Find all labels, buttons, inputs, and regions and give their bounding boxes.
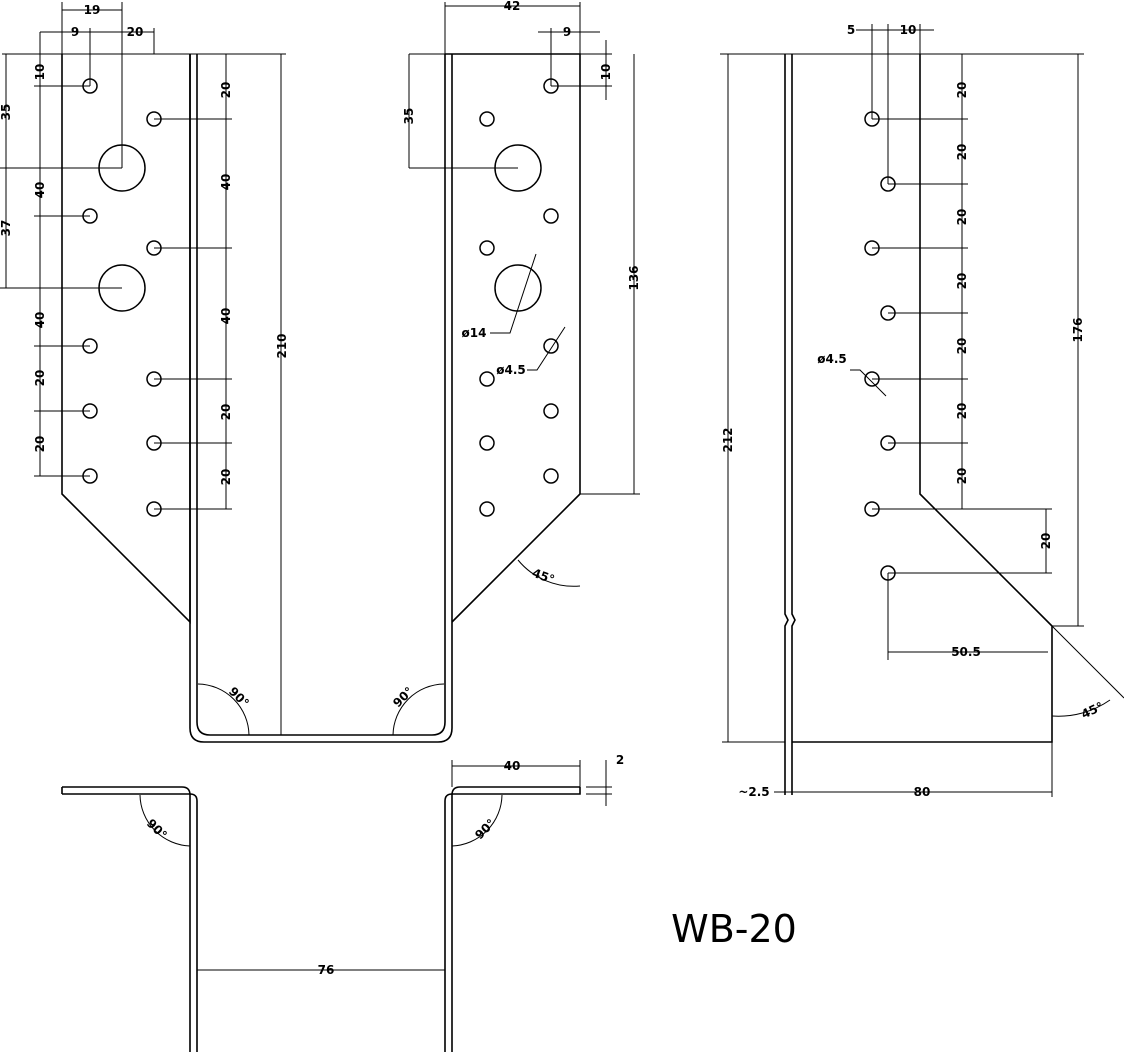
dim-text: 20 <box>219 404 233 421</box>
dim-text: 20 <box>1039 533 1053 550</box>
chamfer-arc <box>517 559 581 587</box>
dim-text: 5 <box>847 23 855 37</box>
chamfer-extension <box>1051 625 1124 699</box>
u-channel-inner <box>196 54 446 736</box>
dim-text: ~2.5 <box>738 785 769 799</box>
side-flange-outline <box>792 54 1053 743</box>
dim-text: 40 <box>219 174 233 191</box>
bend-arc-right <box>392 683 445 736</box>
dim-text: 35 <box>402 108 416 125</box>
dim-text: 76 <box>318 963 335 977</box>
top-view: 40 2 76 90° 90° <box>61 753 624 1052</box>
dim-text: 40 <box>33 182 47 199</box>
dim-text: 20 <box>955 468 969 485</box>
dim-text: 37 <box>0 220 13 237</box>
dim-text: 20 <box>955 273 969 290</box>
dim-text: 9 <box>563 25 571 39</box>
side-view: 5 10 20 20 20 20 20 20 20 20 ø4.5 212 17… <box>720 23 1124 799</box>
top-view-outline-outer <box>62 786 191 1052</box>
dim-text: 40 <box>33 312 47 329</box>
dim-text: 20 <box>127 25 144 39</box>
dim-text: 42 <box>504 0 521 13</box>
dim-text: 40 <box>504 759 521 773</box>
hole-small <box>479 371 495 387</box>
hole-small <box>479 501 495 517</box>
dim-text: 40 <box>219 308 233 325</box>
dim-text: 20 <box>955 403 969 420</box>
dim-text-136: 136 <box>627 265 641 290</box>
side-back-plate <box>784 54 789 795</box>
bend-angle-text: 90° <box>144 816 170 842</box>
dim-text: 20 <box>219 82 233 99</box>
front-view: 19 9 20 35 37 10 40 40 20 20 20 40 40 20… <box>0 0 641 743</box>
top-view-outline-inner <box>61 787 198 1052</box>
dim-text: 20 <box>33 370 47 387</box>
bend-angle-text: 90° <box>226 684 252 710</box>
dim-text: 20 <box>955 144 969 161</box>
top-view-outline-outer-right <box>451 786 580 1052</box>
dim-text: 20 <box>955 209 969 226</box>
dim-text: 10 <box>599 64 613 81</box>
dim-text-210: 210 <box>275 333 289 358</box>
dim-text: 10 <box>33 64 47 81</box>
dim-text: 20 <box>955 82 969 99</box>
hole-small <box>543 208 559 224</box>
dim-text: 9 <box>71 25 79 39</box>
left-flange-outline <box>61 54 191 624</box>
hole-label-side: ø4.5 <box>817 352 847 366</box>
hole-small <box>479 111 495 127</box>
chamfer-arc-side <box>1051 699 1111 717</box>
hole-large <box>494 264 542 312</box>
dim-text: 20 <box>33 436 47 453</box>
dim-text: 50.5 <box>951 645 981 659</box>
bend-arc-top-left <box>139 794 191 847</box>
side-back-plate-inner <box>791 54 796 795</box>
bend-angle-text: 90° <box>472 816 498 842</box>
bend-arc-top-right <box>451 794 503 847</box>
leader-large-hole <box>490 253 537 334</box>
hole-small <box>543 403 559 419</box>
dim-text-176: 176 <box>1071 317 1085 342</box>
bend-arc-left <box>197 683 250 736</box>
dim-text: 19 <box>84 3 101 17</box>
dim-text-212: 212 <box>721 427 735 452</box>
drawing-title: WB-20 <box>671 907 797 951</box>
u-channel-outer <box>189 54 453 743</box>
dim-text: 20 <box>219 469 233 486</box>
top-view-outline-inner-right <box>444 787 581 1052</box>
hole-label-small: ø4.5 <box>496 363 526 377</box>
dim-text: 2 <box>616 753 624 767</box>
chamfer-angle-text: 45° <box>530 566 556 587</box>
chamfer-angle-text: 45° <box>1079 699 1105 721</box>
bend-angle-text: 90° <box>390 684 416 710</box>
hole-small <box>543 468 559 484</box>
dim-text: 35 <box>0 104 13 121</box>
dim-text: 80 <box>914 785 931 799</box>
dim-text: 10 <box>900 23 917 37</box>
hole-label-large: ø14 <box>462 326 487 340</box>
leader-small-hole <box>527 326 566 371</box>
hole-small <box>479 240 495 256</box>
leader-side-hole <box>850 369 887 397</box>
dim-text: 20 <box>955 338 969 355</box>
hole-small <box>479 435 495 451</box>
